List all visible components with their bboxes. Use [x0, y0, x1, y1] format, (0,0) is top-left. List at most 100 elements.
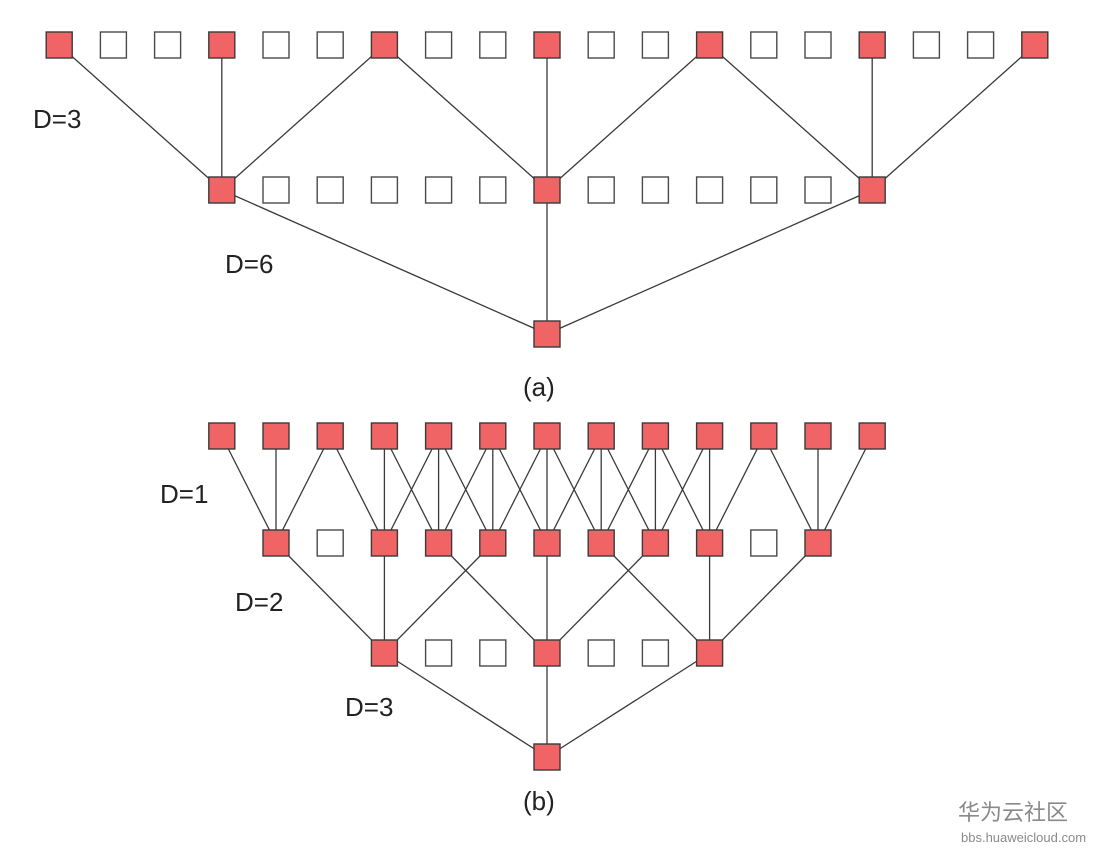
panel-a-inactive-node: [641, 31, 670, 59]
panel-b-active-node: [695, 422, 724, 450]
panel-a-inactive-node: [262, 31, 290, 59]
panel-b-active-node: [641, 422, 670, 450]
panel-b-edge: [709, 542, 819, 654]
panel-b-edge: [329, 435, 385, 544]
panel-a-inactive-node: [424, 31, 453, 59]
panel-a-inactive-node: [479, 176, 507, 204]
panel-a-inactive-node: [587, 176, 615, 204]
watermark-site-name: 华为云社区: [958, 801, 1068, 826]
panel-a-inactive-node: [912, 31, 941, 59]
panel-a-edge: [221, 44, 385, 191]
panel-b-active-node: [804, 422, 832, 450]
panel-b-edge: [384, 652, 548, 758]
panel-b-inactive-node: [316, 529, 344, 557]
nodes-layer: [45, 31, 1049, 771]
panel-a-dilation-label-row-2: D=6: [225, 249, 273, 279]
panel-b-inactive-node: [587, 639, 615, 667]
panel-b-active-node: [641, 529, 670, 557]
panel-b-dilation-label-row-1: D=1: [160, 479, 208, 509]
panel-b-active-node: [424, 422, 453, 450]
panel-a-inactive-node: [641, 176, 670, 204]
panel-a-edge: [221, 189, 548, 335]
panel-a-active-node: [370, 31, 399, 59]
panel-b-active-node: [262, 529, 290, 557]
panel-a-dilation-label-row-1: D=3: [33, 104, 81, 134]
panel-b-edge: [275, 435, 331, 544]
panel-b-edge: [275, 542, 385, 654]
panel-b-edge: [221, 435, 277, 544]
panel-b-edge: [438, 542, 548, 654]
panel-b-active-node: [750, 422, 778, 450]
panel-a-inactive-node: [804, 31, 832, 59]
panel-a-active-node: [695, 31, 724, 59]
panel-b-edge: [383, 435, 440, 544]
panel-b-inactive-node: [424, 639, 453, 667]
edges-layer: [58, 44, 1036, 758]
panel-b-edge: [709, 435, 765, 544]
panel-a-inactive-node: [750, 176, 778, 204]
panel-a-inactive-node: [316, 31, 344, 59]
panel-a-inactive-node: [99, 31, 128, 59]
panel-a-active-node: [533, 176, 561, 204]
panel-a-edge: [546, 44, 711, 191]
panel-a-caption: (a): [523, 372, 555, 402]
panel-b-active-node: [208, 422, 236, 450]
panel-b-active-node: [858, 422, 886, 450]
panel-b-edge: [654, 435, 711, 544]
panel-a-edge: [871, 44, 1036, 191]
panel-a-inactive-node: [153, 31, 182, 59]
panel-b-edge: [383, 542, 494, 654]
panel-b-active-node: [533, 422, 561, 450]
panel-b-edge: [546, 542, 656, 654]
panel-a-inactive-node: [262, 176, 290, 204]
panel-b-active-node: [370, 639, 399, 667]
panel-b-active-node: [316, 422, 344, 450]
panel-a-active-node: [858, 31, 886, 59]
panel-a-inactive-node: [424, 176, 453, 204]
panel-a-active-node: [533, 320, 561, 348]
panel-b-active-node: [533, 639, 561, 667]
panel-a-active-node: [533, 31, 561, 59]
panel-b-edge: [546, 435, 602, 544]
panel-b-active-node: [804, 529, 832, 557]
panel-b-active-node: [533, 529, 561, 557]
panel-a-inactive-node: [370, 176, 399, 204]
panel-b-active-node: [695, 529, 724, 557]
panel-b-edge: [600, 435, 656, 544]
panel-b-edge: [600, 542, 711, 654]
panel-b-edge: [438, 435, 494, 544]
panel-b-active-node: [479, 529, 507, 557]
panel-b-active-node: [533, 743, 561, 771]
panel-b-caption: (b): [523, 786, 555, 816]
panel-b-inactive-node: [479, 639, 507, 667]
panel-b-edge: [817, 435, 873, 544]
panel-b-active-node: [479, 422, 507, 450]
panel-b-inactive-node: [641, 639, 670, 667]
panel-a-inactive-node: [750, 31, 778, 59]
panel-b-edge: [492, 435, 548, 544]
panel-a-inactive-node: [587, 31, 615, 59]
panel-a-inactive-node: [479, 31, 507, 59]
panel-b-active-node: [587, 422, 615, 450]
panel-a-active-node: [858, 176, 886, 204]
panel-a-active-node: [45, 31, 73, 59]
panel-b-edge: [763, 435, 819, 544]
panel-b-active-node: [262, 422, 290, 450]
panel-a-active-node: [1021, 31, 1049, 59]
panel-a-inactive-node: [804, 176, 832, 204]
panel-a-edge: [709, 44, 873, 191]
panel-a-inactive-node: [695, 176, 724, 204]
panel-b-inactive-node: [750, 529, 778, 557]
panel-b-dilation-label-row-3: D=3: [345, 692, 393, 722]
panel-a-inactive-node: [316, 176, 344, 204]
panel-b-active-node: [587, 529, 615, 557]
panel-b-active-node: [695, 639, 724, 667]
watermark-url: bbs.huaweicloud.com: [961, 830, 1086, 845]
panel-b-edge: [546, 652, 710, 758]
panel-a-edge: [383, 44, 548, 191]
panel-b-active-node: [424, 529, 453, 557]
panel-a-edge: [546, 189, 873, 335]
panel-b-active-node: [370, 422, 399, 450]
panel-b-dilation-label-row-2: D=2: [235, 587, 283, 617]
